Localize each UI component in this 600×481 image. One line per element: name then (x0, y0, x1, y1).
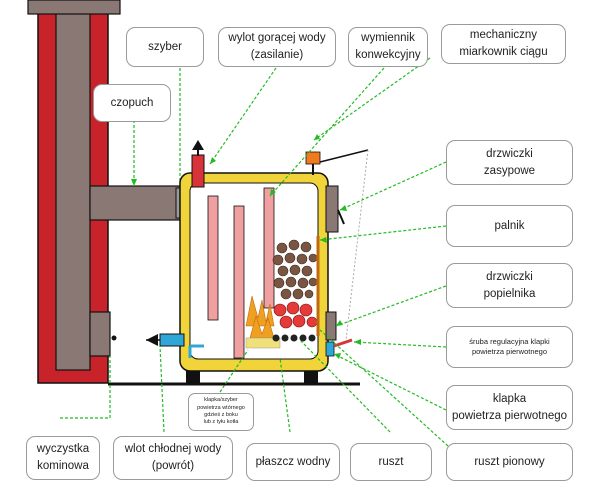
label-wylot: wylot gorącej wody (zasilanie) (218, 27, 336, 67)
ash-door (325, 311, 337, 341)
label-ruszt-pionowy: ruszt pionowy (446, 443, 573, 481)
boiler-foot-left (186, 371, 200, 383)
flames (245, 295, 275, 339)
label-plaszcz: płaszcz wodny (246, 443, 340, 481)
grate (272, 334, 316, 342)
hot-water-outlet (191, 154, 205, 188)
cold-water-inlet (159, 333, 185, 347)
loading-door (325, 185, 339, 233)
boiler-foot-right (304, 371, 318, 383)
exchanger-tube-2 (233, 205, 245, 359)
label-wlot: wlot chłodnej wody (powrót) (113, 436, 233, 480)
label-drzwiczki-popielnika: drzwiczki popielnika (446, 263, 573, 308)
label-palnik: palnik (446, 205, 573, 247)
label-miarkownik: mechaniczny miarkownik ciągu (441, 24, 566, 64)
label-drzwiczki-zasypowe: drzwiczki zasypowe (446, 140, 573, 185)
chimney-top-cap (27, 0, 121, 15)
regulator-chain (345, 149, 369, 341)
chimney-cleanout-door (89, 311, 111, 357)
label-sruba: śruba regulacyjna klapki powietrza pierw… (446, 326, 573, 368)
label-wymiennik: wymiennik konwekcyjny (348, 27, 428, 67)
exchanger-tube-3 (263, 187, 275, 309)
primary-air-flap (325, 341, 335, 357)
label-szyber: szyber (126, 27, 204, 67)
draft-regulator (305, 151, 321, 165)
exchanger-tube-1 (207, 195, 219, 321)
chimney-flue (55, 0, 91, 371)
label-wyczystka: wyczystka kominowa (26, 436, 100, 480)
label-ruszt: ruszt (350, 443, 432, 481)
ash-tray (245, 337, 281, 349)
label-czopuch: czopuch (93, 84, 171, 122)
hot-water-arrow-icon (192, 140, 204, 150)
flue-pipe (89, 185, 189, 221)
coal-pile (272, 239, 318, 300)
label-klapka-szyber: klapka/szyber powietrza wtórnego gdzieś … (188, 393, 254, 431)
label-klapka-powietrza: klapka powietrza pierwotnego (446, 385, 573, 430)
cleanout-dot (111, 335, 117, 341)
